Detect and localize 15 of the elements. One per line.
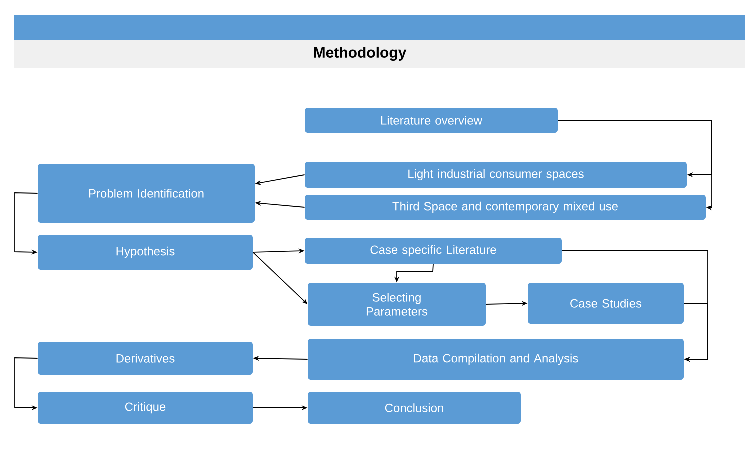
process-box: Third Space and contemporary mixed use (305, 195, 706, 220)
process-box: Selecting Parameters (308, 283, 486, 326)
process-box: Conclusion (308, 392, 521, 424)
process-box: Case specific Literature (305, 238, 562, 264)
process-box: Problem Identification (38, 164, 255, 223)
process-box: Data Compilation and Analysis (308, 339, 684, 380)
process-box: Case Studies (528, 283, 684, 324)
process-box: Critique (38, 392, 253, 424)
arrow (558, 120, 712, 211)
process-box: Hypothesis (38, 235, 253, 270)
process-box: Derivatives (38, 342, 253, 375)
title-band: Methodology (14, 40, 745, 68)
process-box: Literature overview (305, 108, 558, 133)
arrow (684, 303, 708, 362)
process-box: Light industrial consumer spaces (305, 162, 687, 188)
